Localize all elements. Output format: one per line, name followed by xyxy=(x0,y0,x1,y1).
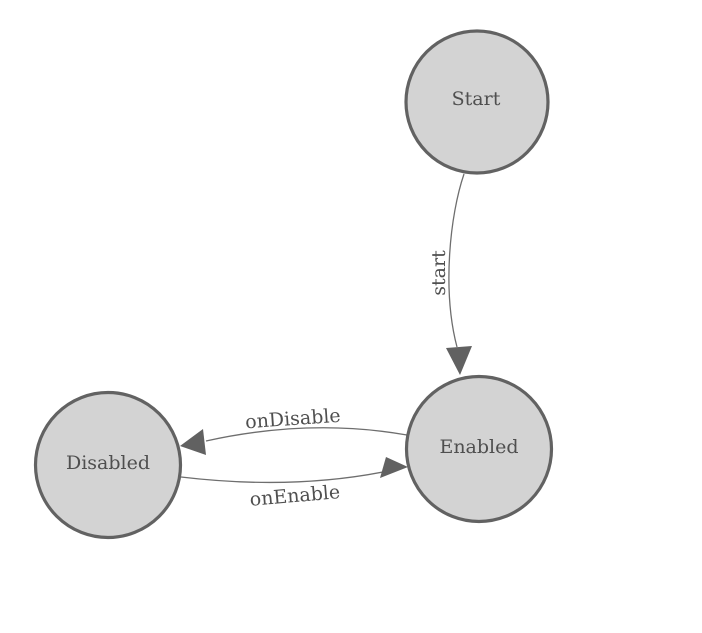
edge-on-disable-path xyxy=(205,427,408,442)
edge-on-enable-path xyxy=(180,471,384,484)
edge-on-enable-arrowhead xyxy=(380,457,408,478)
edge-label-on-enable: onEnable xyxy=(249,481,341,511)
state-node-start-circle xyxy=(404,29,550,175)
edge-label-start: start xyxy=(428,250,450,296)
transition-edge-start: start xyxy=(428,173,472,375)
edge-on-disable-arrowhead xyxy=(180,429,206,455)
state-node-start-label: Start xyxy=(452,88,501,110)
state-node-enabled-label: Enabled xyxy=(439,436,518,458)
transition-edge-on-disable: onDisable xyxy=(180,405,408,455)
state-node-enabled: Enabled xyxy=(404,374,554,524)
transition-edge-on-enable: onEnable xyxy=(180,457,408,511)
state-node-start: Start xyxy=(404,29,550,175)
state-node-enabled-circle xyxy=(404,374,554,524)
state-node-disabled: Disabled xyxy=(33,390,183,540)
edge-label-on-disable: onDisable xyxy=(244,405,341,434)
edge-start-path xyxy=(448,173,465,348)
state-node-disabled-circle xyxy=(33,390,183,540)
edge-start-arrowhead xyxy=(446,346,472,375)
state-node-disabled-label: Disabled xyxy=(66,452,150,474)
